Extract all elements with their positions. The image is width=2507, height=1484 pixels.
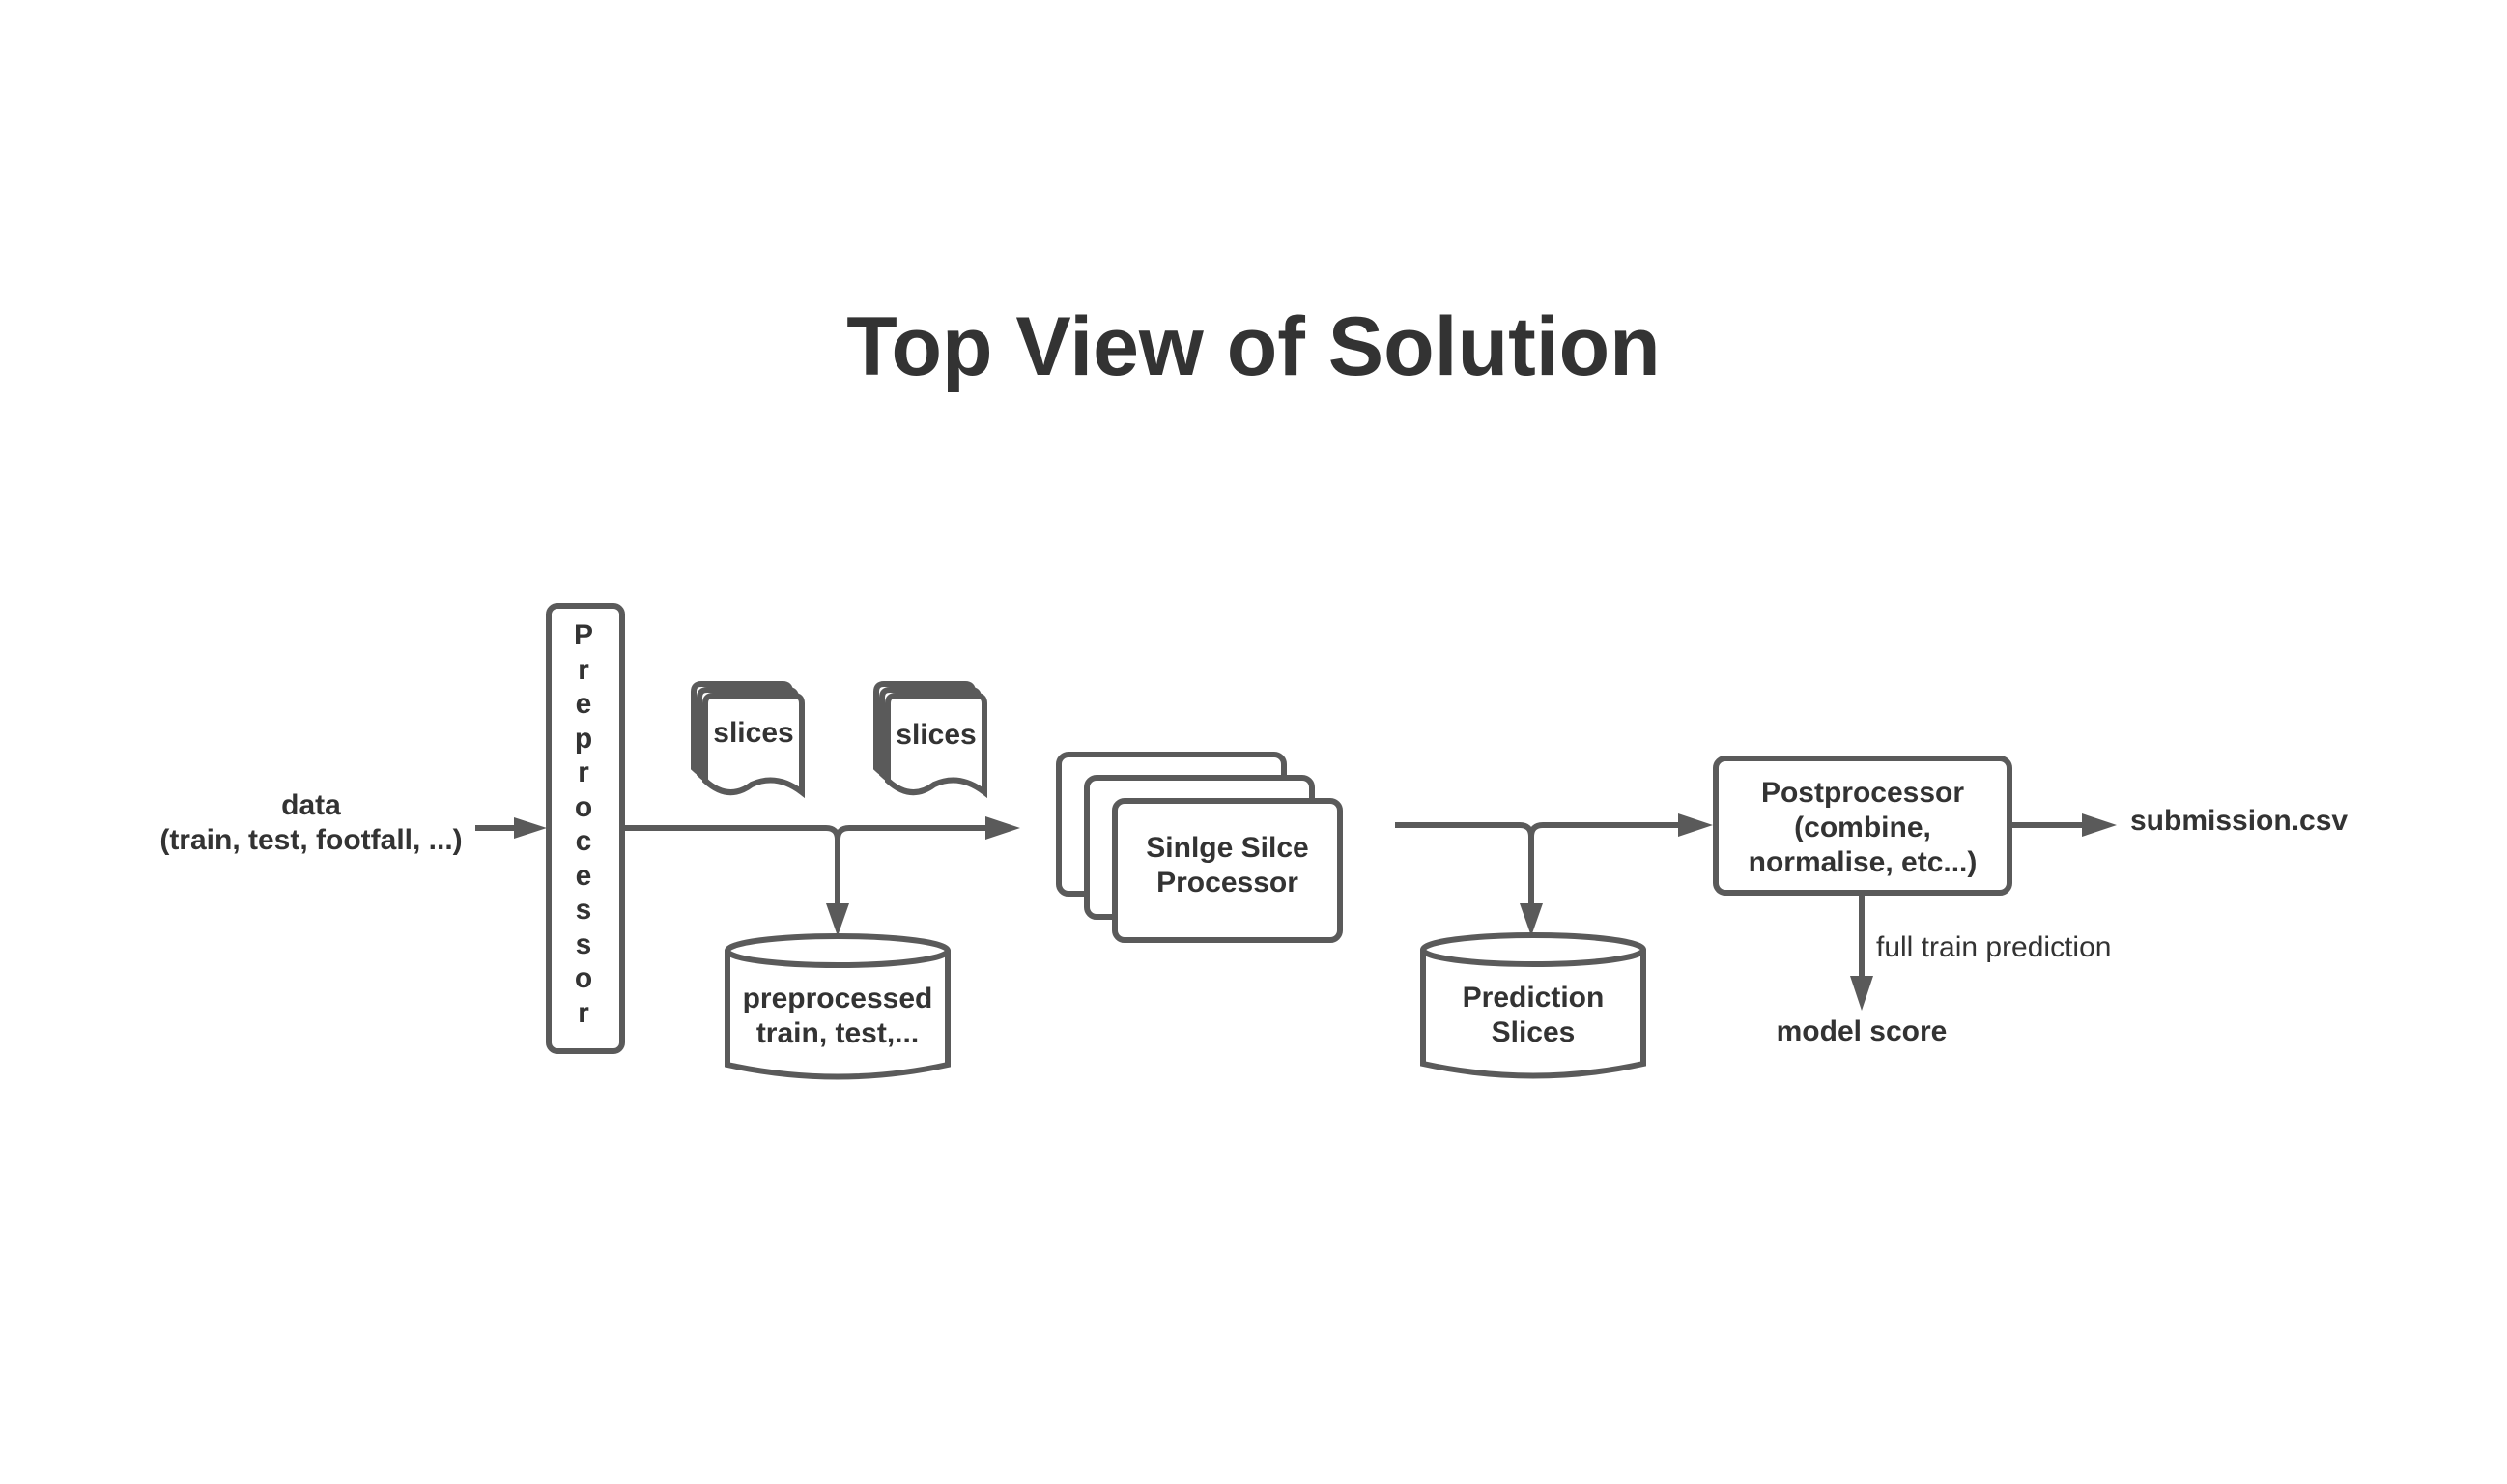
prediction-cylinder — [1420, 932, 1646, 1079]
postprocessor-line3: normalise, etc...) — [1748, 846, 1978, 878]
store-arrowhead-2 — [1520, 903, 1543, 936]
slices-label-1: slices — [713, 717, 794, 749]
preprocessor-letter: r — [578, 653, 589, 686]
preprocessor-letter: o — [574, 962, 593, 994]
processor-label: Sinlge Silce Processor — [1115, 831, 1340, 900]
postprocessor-line1: Postprocessor — [1760, 777, 1965, 809]
score-arrowhead — [1850, 976, 1873, 1011]
postprocessor-line2: (combine, — [1794, 812, 1931, 843]
slices-doc-2 — [873, 681, 987, 799]
processor-box-front — [1112, 798, 1343, 943]
branch-label: full train prediction — [1876, 931, 2112, 963]
flow-arrowhead-2 — [1678, 813, 1713, 837]
store-arrowhead-1 — [826, 903, 849, 936]
prediction-store-line1: Prediction — [1462, 982, 1605, 1013]
processor-flow-line-right — [1528, 822, 1678, 838]
flow-arrowhead-1 — [985, 816, 1020, 840]
preprocessed-store-label: preprocessed train, test,... — [727, 982, 948, 1051]
output-label: submission.csv — [2130, 805, 2349, 837]
preprocessor-letter: r — [578, 996, 589, 1029]
preprocessor-letter: s — [575, 928, 592, 960]
preprocessor-flow-line-right — [835, 825, 985, 841]
preprocessed-store-line2: train, test,... — [755, 1017, 920, 1049]
processor-label-line2: Processor — [1156, 867, 1298, 899]
preprocessor-letter: r — [578, 756, 589, 788]
slices-doc-1 — [691, 681, 805, 799]
input-label: data (train, test, footfall, ...) — [137, 788, 485, 858]
model-score-label: model score — [1776, 1015, 1948, 1047]
slices-label-2: slices — [896, 719, 977, 751]
input-arrowhead — [514, 817, 547, 839]
input-label-line2: (train, test, footfall, ...) — [159, 824, 463, 856]
prediction-store-label: Prediction Slices — [1423, 981, 1643, 1050]
postprocessor-label: Postprocessor (combine, normalise, etc..… — [1716, 776, 2009, 880]
preprocessor-letter: s — [575, 894, 592, 926]
diagram-title: Top View of Solution — [846, 300, 1661, 393]
preprocessor-label: P r e p r o c e s s o r — [547, 618, 620, 1030]
preprocessed-store-line1: preprocessed — [742, 983, 933, 1014]
preprocessor-letter: p — [574, 722, 593, 755]
processor-label-line1: Sinlge Silce — [1146, 832, 1309, 864]
processor-flow-line — [1395, 822, 1534, 903]
preprocessor-letter: e — [575, 688, 592, 720]
preprocessor-letter: P — [573, 619, 593, 651]
preprocessor-letter: o — [574, 790, 593, 823]
preprocessor-letter: c — [575, 825, 592, 857]
prediction-store-line2: Slices — [1491, 1016, 1576, 1048]
preprocessed-cylinder — [725, 933, 951, 1080]
output-arrowhead — [2082, 813, 2117, 837]
preprocessor-letter: e — [575, 859, 592, 892]
input-label-line1: data — [281, 789, 341, 821]
preprocessor-flow-line — [622, 825, 840, 903]
